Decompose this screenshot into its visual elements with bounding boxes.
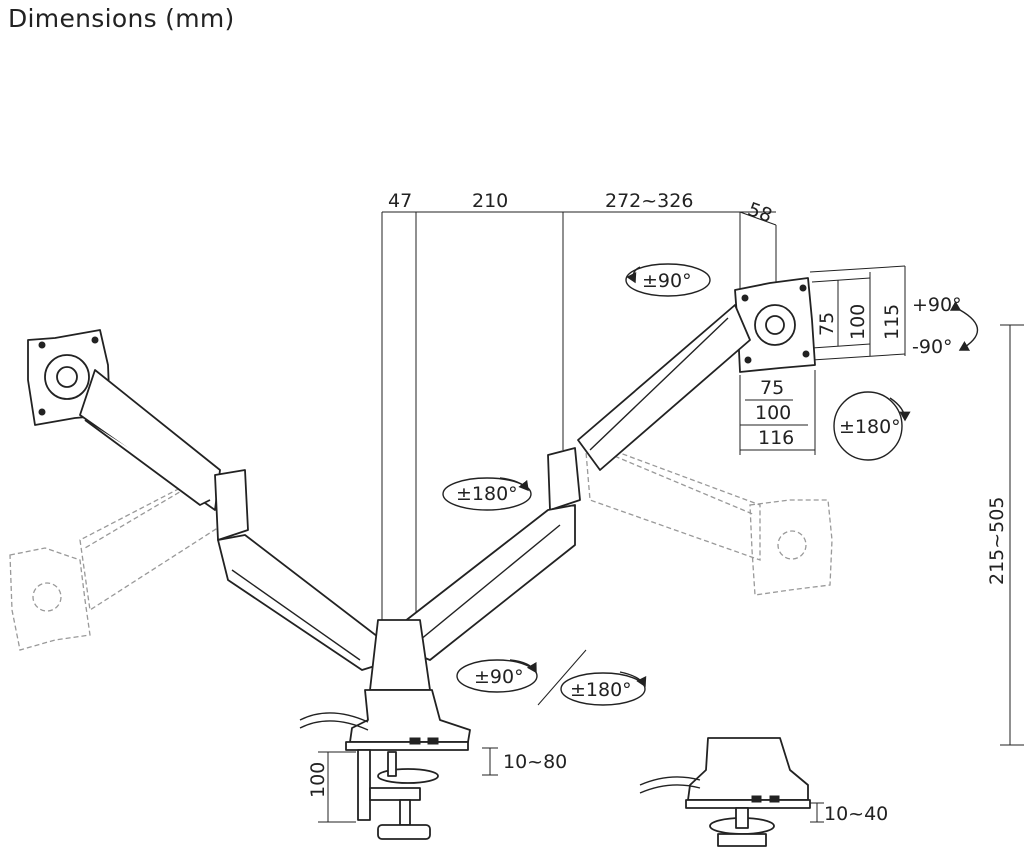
rotation-90-top-label: ±90°: [642, 270, 692, 292]
dim-47: 47: [388, 190, 412, 212]
dim-grommet-range: 10~40: [824, 803, 888, 825]
tilt-up-label: +90°: [912, 294, 962, 316]
rotation-badge-90-base: [456, 659, 538, 693]
dim-vesa-100-v: 100: [847, 304, 869, 340]
dim-clamp-range: 10~80: [503, 751, 567, 773]
dim-210: 210: [472, 190, 508, 212]
rotation-180-right-label: ±180°: [839, 416, 901, 438]
desk-clamp: [357, 749, 439, 840]
rotation-badge-180-base: [560, 671, 647, 706]
grommet-base: [685, 737, 811, 847]
rotation-180-base-label: ±180°: [570, 679, 632, 701]
dim-vesa-116-h: 116: [758, 427, 794, 449]
dim-height-range: 215~505: [986, 497, 1008, 585]
rotation-180-mid-label: ±180°: [456, 483, 518, 505]
dim-272-326: 272~326: [605, 190, 693, 212]
tilt-arrow-icon: [949, 300, 978, 351]
left-monitor-arm: [27, 329, 383, 671]
dim-vesa-115-v: 115: [881, 304, 903, 340]
vesa-dimension-lines: [739, 265, 906, 455]
rotation-badge-180-mid: [442, 477, 532, 511]
rotation-badge-90-top: [625, 263, 711, 297]
right-monitor-arm: [399, 277, 816, 661]
height-dimension-line: [1000, 324, 1024, 746]
page-title: Dimensions (mm): [8, 4, 235, 33]
rotation-90-base-label: ±90°: [474, 666, 524, 688]
grommet-cable: [639, 776, 701, 794]
dim-vesa-75-v: 75: [816, 312, 838, 336]
tilt-down-label: -90°: [912, 336, 953, 358]
top-dimension-lines: [381, 211, 777, 620]
centre-post: [345, 619, 471, 751]
dim-vesa-75-h: 75: [760, 377, 784, 399]
dim-vesa-100-h: 100: [755, 402, 791, 424]
ghost-right-arm: [584, 439, 833, 596]
rotation-badge-180-right: [833, 391, 911, 461]
dim-clamp-height: 100: [307, 762, 329, 798]
cable: [299, 712, 369, 731]
rotation-divider: [537, 649, 587, 706]
ghost-left-arm: [9, 469, 231, 651]
